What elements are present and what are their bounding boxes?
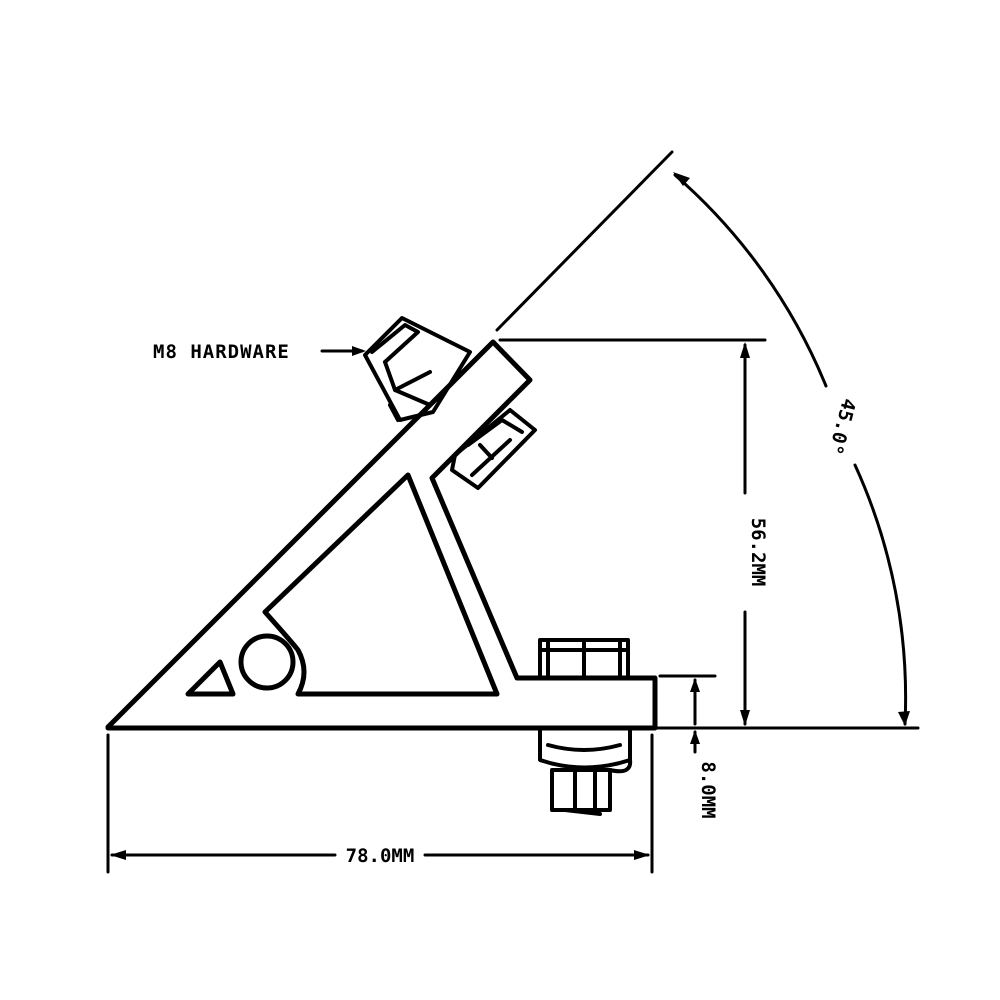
angle-bracket [105, 339, 658, 731]
thickness-dimension-label: 8.0MM [697, 761, 719, 818]
angle-extension-line [495, 150, 674, 332]
width-dimension-label: 78.0MM [346, 845, 415, 867]
callout-arrowhead [352, 346, 366, 356]
dimension-geometry [106, 150, 920, 874]
angle-dimension-label: 45.0° [824, 396, 860, 457]
bracket-outline [105, 339, 658, 731]
angled-bolt-hardware [363, 316, 537, 490]
base-bolt-hardware [538, 638, 633, 816]
height-dimension-label: 56.2MM [747, 518, 769, 587]
bracket-cutout [262, 472, 500, 697]
callout-label: M8 HARDWARE [153, 341, 290, 363]
mount-hole [238, 633, 296, 691]
small-triangle-cutout [185, 659, 236, 697]
dimension-arrowheads [110, 172, 910, 860]
